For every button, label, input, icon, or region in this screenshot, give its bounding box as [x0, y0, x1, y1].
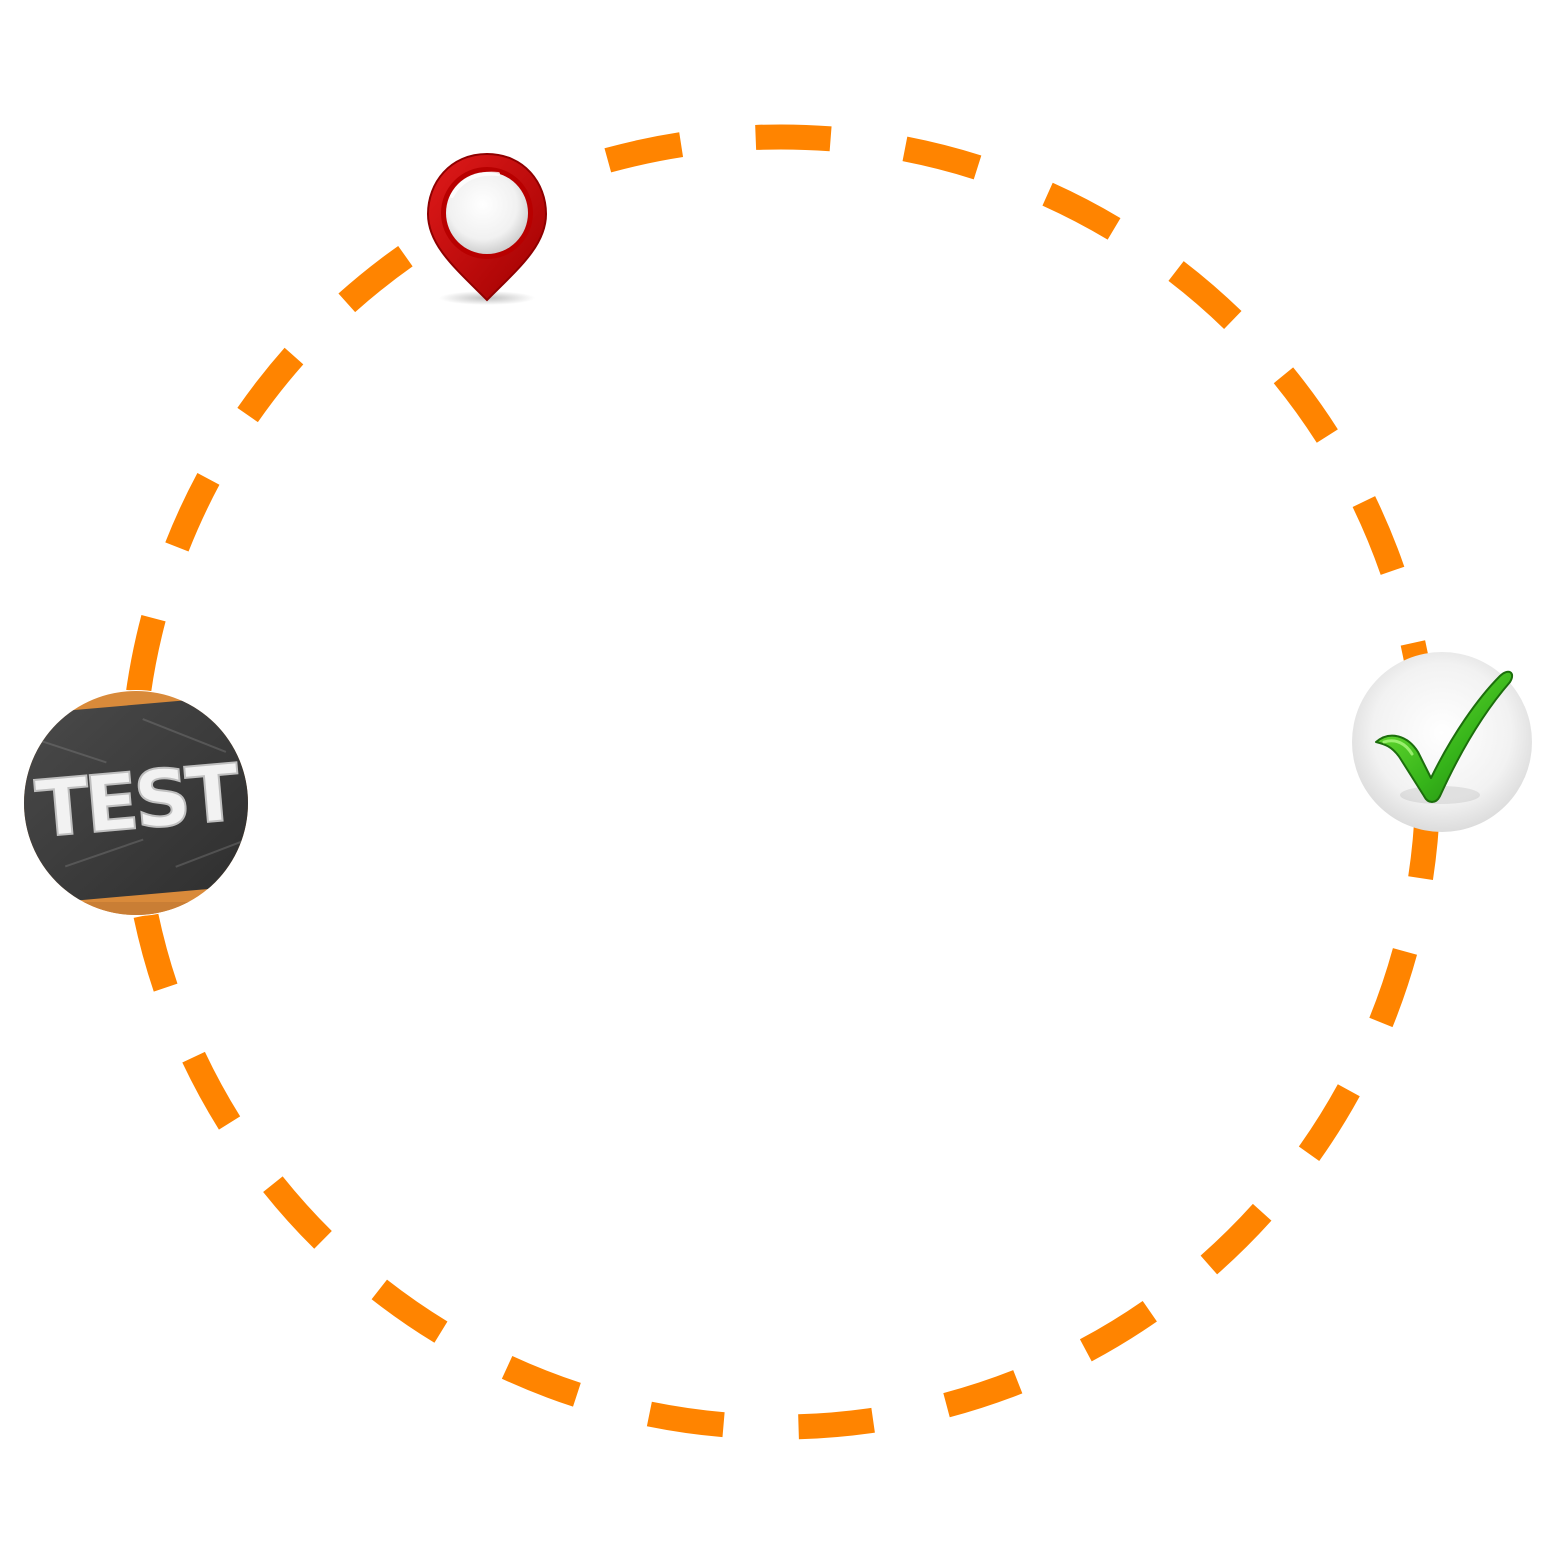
- map-pin-icon: [426, 152, 548, 305]
- test-label: TEST: [32, 748, 243, 855]
- checkmark-icon: [1352, 652, 1532, 832]
- dashed-cycle-path: [119, 124, 1441, 1440]
- chalkboard-test-icon: TEST: [23, 690, 249, 916]
